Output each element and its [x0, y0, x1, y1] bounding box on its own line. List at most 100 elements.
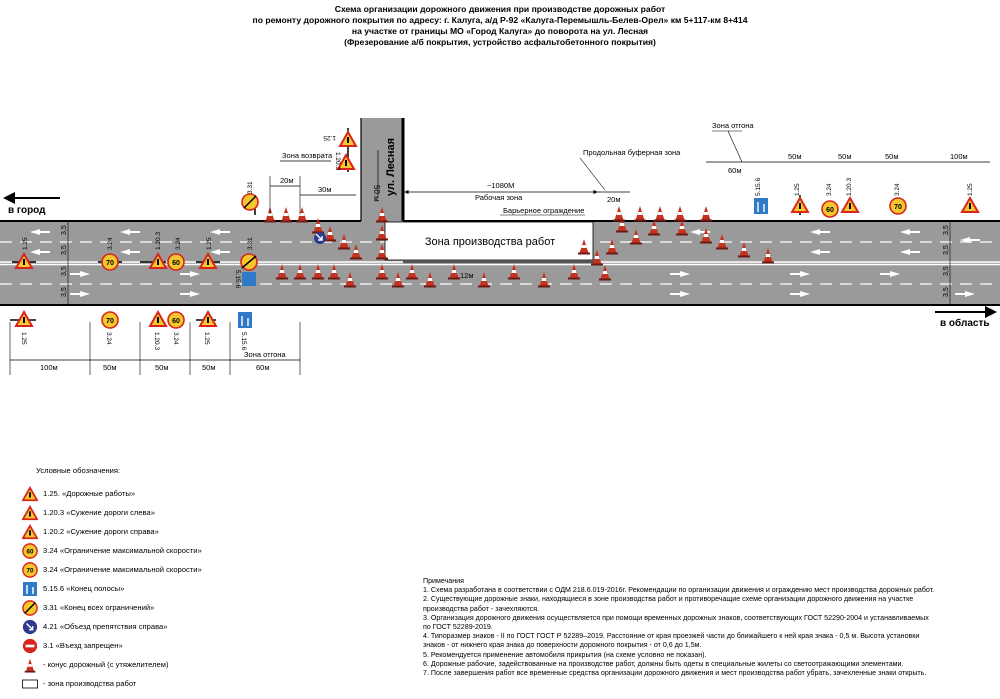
side-street [361, 118, 403, 222]
lane-width: 3,5 [943, 266, 950, 276]
dim-label: 50м [202, 363, 216, 372]
sign-code: 3.31 [247, 237, 254, 250]
sign-code: 5.15.6 [755, 178, 762, 196]
legend-item: 3.31 «Конец всех ограничений» [18, 600, 278, 616]
legend-item: 1.25. «Дорожные работы» [18, 486, 278, 502]
lane-width: 3,5 [943, 245, 950, 255]
return-zone-label: Зона возврата [282, 151, 333, 160]
dim-label: 50м [155, 363, 169, 372]
direction-left: в город [8, 205, 46, 216]
keep-right-sign [314, 232, 326, 244]
direction-right: в область [940, 317, 989, 329]
note-line: 6. Дорожные рабочие, задействованные на … [423, 659, 904, 668]
sign-code: 1.25 [967, 183, 974, 196]
buffer-zone-label: Продольная буферная зона [583, 148, 681, 157]
speed-70-icon: 70 [22, 562, 38, 578]
sign-code: 3.24 [826, 183, 833, 196]
narrow-left-icon [22, 505, 38, 521]
title-line-4: (Фрезерование а/б покрытия, устройство а… [344, 37, 656, 47]
top-signs: 60 70 [241, 128, 979, 218]
note-line: 3. Организация дорожного движения осущес… [423, 613, 929, 622]
speed-60-icon: 60 [22, 543, 38, 559]
work-zone-caption: Рабочая зона [475, 193, 523, 202]
sign-code: 1.20.3 [155, 232, 162, 250]
street-name: ул. Лесная [385, 138, 397, 196]
note-line: 7. После завершения работ все временные … [423, 669, 927, 678]
sign-code: 1.25 [206, 237, 213, 250]
cone-icon [24, 658, 36, 673]
work-zone-label: Зона производства работ [425, 236, 555, 248]
end-restrictions-icon [22, 600, 38, 616]
dim-label: 100м [950, 152, 968, 161]
note-line: по ГОСТ 52289-2019. [423, 623, 493, 632]
sign-code: 1.25 [323, 134, 336, 141]
note-line: 4. Типоразмер знаков - II по ГОСТ ГОСТ Р… [423, 632, 920, 641]
dim-label: 50м [788, 152, 802, 161]
sign-code: 1.20.3 [153, 332, 160, 350]
street-width: 50 м [372, 185, 381, 202]
dim-label: 20м [280, 176, 294, 185]
work-zone-icon [22, 679, 38, 689]
dim-label: 50м [838, 152, 852, 161]
bottom-signs: 70 60 [10, 311, 252, 329]
sign-code: 1.25 [794, 183, 801, 196]
svg-text:60: 60 [826, 207, 834, 214]
svg-text:60: 60 [172, 260, 180, 267]
svg-text:60: 60 [27, 549, 34, 556]
overtake-zone-label: Зона отгона [712, 121, 754, 130]
title-line-2: по ремонту дорожного покрытия по адресу:… [252, 15, 748, 25]
dim-label: 100м [40, 363, 58, 372]
work-length: ~1080М [487, 181, 514, 190]
legend-item: 1.20.3 «Сужение дороги слева» [18, 505, 278, 521]
keep-right-icon [22, 619, 38, 635]
narrow-right-icon [22, 524, 38, 540]
legend-item: 3.1 «Въезд запрещен» [18, 638, 278, 654]
note-line: 2. Существующие дорожные знаки, находящи… [423, 595, 914, 604]
note-line: производства работ - зачехляются. [423, 604, 540, 613]
scheme-title: Схема организации дорожного движения при… [0, 4, 1000, 48]
lane-width: 3,5 [943, 225, 950, 235]
lane-width: 3,5 [943, 287, 950, 297]
direction-arrows [30, 229, 980, 297]
sign-code: 3.24 [172, 332, 179, 345]
title-line-3: на участке от границы МО «Город Калуга» … [351, 26, 649, 36]
legend-item: 70 3.24 «Ограничение максимальной скорос… [18, 562, 278, 578]
notes: Примечания 1. Схема разработана в соотве… [423, 577, 993, 678]
sign-code: 3.24 [175, 237, 182, 250]
sign-code: 3.24 [105, 332, 112, 345]
legend-item: - зона производства работ [18, 676, 278, 692]
sign-code: 1.25 [203, 332, 210, 345]
dim-label: 50м [885, 152, 899, 161]
sign-code: 1.25 [20, 332, 27, 345]
work-zone [384, 221, 594, 261]
sign-code: 3.24 [894, 183, 901, 196]
lane-end-icon [23, 582, 37, 596]
legend-heading: Условные обозначения: [36, 466, 121, 475]
note-line: знаков - от нижнего края знака до поверх… [423, 641, 702, 650]
legend-item: 4.21 «Объезд препятствия справа» [18, 619, 278, 635]
dim-label: 30м [318, 185, 332, 194]
dim-label: 50м [103, 363, 117, 372]
svg-text:70: 70 [27, 568, 34, 575]
lane-width: 3,5 [61, 287, 68, 297]
sign-code: 3.31 [247, 181, 254, 194]
legend-item: - конус дорожный (с утяжелителем) [18, 657, 278, 673]
barrier-label: Барьерное ограждение [503, 206, 584, 215]
svg-text:70: 70 [106, 318, 114, 325]
svg-text:70: 70 [894, 204, 902, 211]
left-road-signs: 70 60 [12, 253, 258, 286]
legend-item: 5.15.6 «Конец полосы» [18, 581, 278, 597]
legend-item: 60 3.24 «Ограничение максимальной скорос… [18, 543, 278, 559]
svg-text:70: 70 [106, 260, 114, 267]
no-entry-icon [22, 638, 38, 654]
sign-code: 1.20.3 [334, 152, 341, 170]
lane-width: 3,5 [61, 266, 68, 276]
roadworks-icon [22, 486, 38, 502]
sign-code: 3.24 [107, 237, 114, 250]
note-line: 5. Рекомендуется применение автомобиля п… [423, 650, 707, 659]
note-line: 1. Схема разработана в соответствии с ОД… [423, 586, 935, 595]
dim-label: 20м [607, 195, 621, 204]
sign-code: 5.15.6 [240, 332, 247, 350]
lane-end-sign [754, 198, 768, 214]
